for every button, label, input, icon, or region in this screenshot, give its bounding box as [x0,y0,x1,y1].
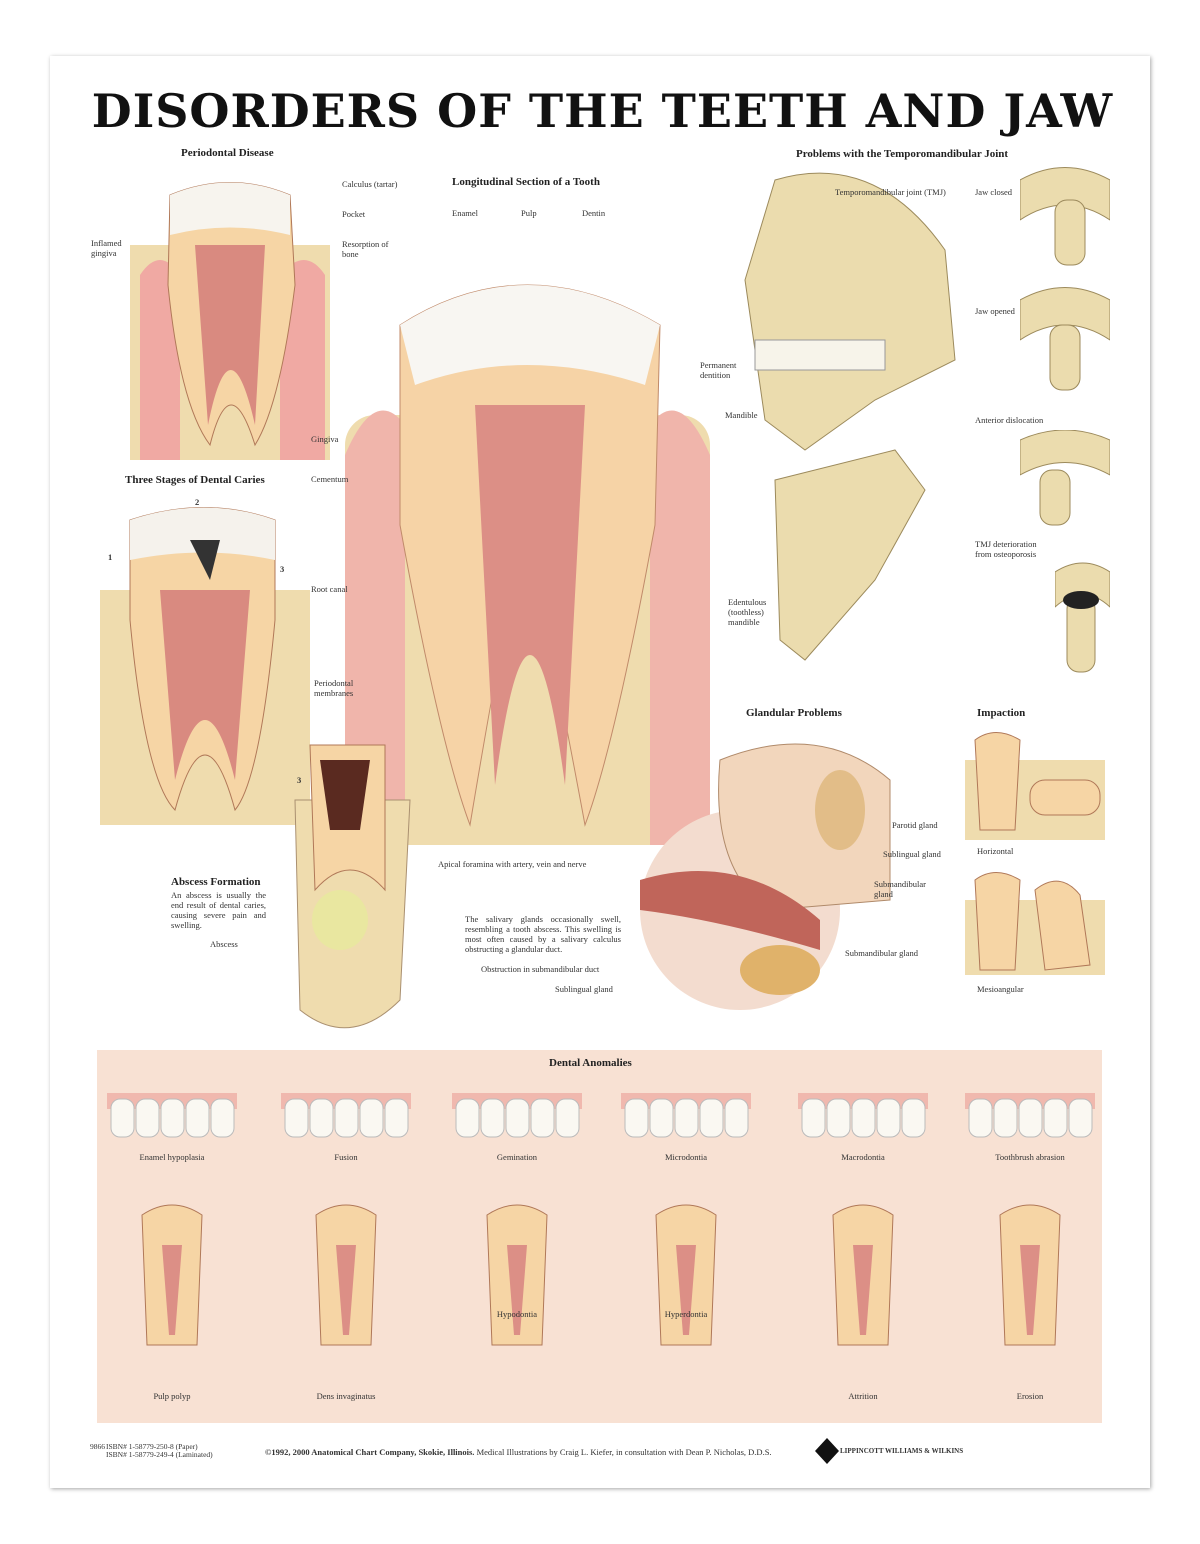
tmj-state-deterioration: TMJ deterioration from osteoporosis [975,539,1037,559]
label-submandibular-gland-upper: Submandibular gland [874,879,926,899]
anomaly-label: Fusion [334,1152,358,1162]
anomalies-heading: Dental Anomalies [549,1057,632,1069]
glandular-heading: Glandular Problems [746,707,842,719]
caries-stage-2: 2 [195,497,200,507]
anomaly-label: Erosion [1016,1391,1044,1401]
skull-illustration [744,172,956,661]
anomaly-illustration [452,1093,582,1138]
anomaly-illustration [107,1093,237,1138]
abscess-heading: Abscess Formation [171,876,261,888]
tmj-state-anterior-dislocation: Anterior dislocation [975,415,1044,425]
label-resorption: Resorption of bone [342,239,389,259]
longitudinal-heading: Longitudinal Section of a Tooth [452,176,600,188]
anomaly-illustration [315,1204,377,1346]
label-abscess: Abscess [210,939,238,949]
footer-illustrations: Medical Illustrations by Craig L. Kiefer… [476,1447,772,1457]
label-edentulous: Edentulous (toothless) mandible [728,597,767,627]
label-gingiva: Gingiva [311,434,339,444]
label-inflamed-gingiva: Inflamed gingiva [91,238,122,258]
dental-anomalies-panel [97,1050,1102,1423]
label-cementum: Cementum [311,474,349,484]
impaction-heading: Impaction [977,707,1026,719]
glandular-illustration [640,743,891,1010]
anomaly-illustration [281,1093,411,1138]
footer-isbn-laminated: ISBN# 1-58779-249-4 (Laminated) [106,1450,213,1459]
caries-stage-3: 3 [280,564,285,574]
label-apical-foramina: Apical foramina with artery, vein and ne… [438,859,587,869]
caries-stage-3b: 3 [297,775,302,785]
label-permanent-dentition: Permanent dentition [700,360,737,380]
label-parotid-gland: Parotid gland [892,820,938,830]
anomaly-illustration [141,1204,203,1346]
anomaly-label: Enamel hypoplasia [139,1152,205,1162]
tmj-state-jaw-closed: Jaw closed [975,187,1013,197]
label-tmj: Temporomandibular joint (TMJ) [835,187,946,197]
label-calculus: Calculus (tartar) [342,179,398,189]
label-dentin: Dentin [582,208,606,218]
caries-stage-1: 1 [108,552,113,562]
tmj-anterior-dislocation-illustration [1020,430,1110,526]
anomaly-illustration [999,1204,1061,1346]
page-title: DISORDERS OF THE TEETH AND JAW [91,84,1114,138]
tmj-heading: Problems with the Temporomandibular Join… [796,148,1009,160]
label-submandibular-gland-lower: Submandibular gland [845,948,918,958]
longitudinal-tooth-illustration [345,284,710,845]
label-pulp: Pulp [521,208,537,218]
abscess-tooth-illustration [294,744,411,1029]
label-mandible: Mandible [725,410,758,420]
periodontal-heading: Periodontal Disease [181,147,274,159]
label-mesioangular: Mesioangular [977,984,1024,994]
anomaly-illustration [965,1093,1095,1138]
anomaly-illustration [798,1093,928,1138]
label-periodontal-membranes: Periodontal membranes [314,678,354,698]
anomaly-label: Pulp polyp [153,1391,191,1401]
anomaly-label: Hyperdontia [664,1309,708,1319]
anomaly-illustration [832,1204,894,1346]
impaction-illustration [965,732,1105,975]
publisher-logo-icon [815,1438,839,1464]
publisher-name: LIPPINCOTT WILLIAMS & WILKINS [840,1447,964,1455]
abscess-text: An abscess is usually the end result of … [171,890,266,930]
anomaly-label: Dens invaginatus [316,1391,376,1401]
label-root-canal: Root canal [311,584,348,594]
anomaly-label: Attrition [848,1391,878,1401]
anomaly-label: Toothbrush abrasion [995,1152,1065,1162]
label-sublingual-gland-lower: Sublingual gland [555,984,613,994]
tmj-jaw-opened-illustration [1020,287,1110,391]
label-enamel: Enamel [452,208,478,218]
anomaly-illustration [621,1093,751,1138]
caries-tooth-illustration [100,507,310,825]
label-pocket: Pocket [342,209,366,219]
tmj-state-jaw-opened: Jaw opened [975,306,1015,316]
label-horizontal: Horizontal [977,846,1014,856]
footer-copyright: ©1992, 2000 Anatomical Chart Company, Sk… [265,1447,475,1457]
anomaly-label: Microdontia [664,1152,708,1162]
anomaly-label: Gemination [496,1152,538,1162]
anomaly-illustration [486,1204,548,1346]
glandular-text: The salivary glands occasionally swell, … [465,914,621,954]
tmj-jaw-closed-illustration [1020,167,1110,266]
tmj-deterioration-illustration [1055,562,1110,673]
label-sublingual-gland-upper: Sublingual gland [883,849,941,859]
footer-code: 9866 [90,1442,105,1451]
footer-isbn-paper: ISBN# 1-58779-250-8 (Paper) [106,1442,198,1451]
footer-credits: ©1992, 2000 Anatomical Chart Company, Sk… [265,1447,772,1457]
caries-heading: Three Stages of Dental Caries [125,474,265,486]
anomaly-illustration [655,1204,717,1346]
label-obstruction: Obstruction in submandibular duct [481,964,600,974]
anomaly-label: Macrodontia [841,1152,885,1162]
anomaly-label: Hypodontia [496,1309,538,1319]
periodontal-tooth-illustration [130,182,330,460]
